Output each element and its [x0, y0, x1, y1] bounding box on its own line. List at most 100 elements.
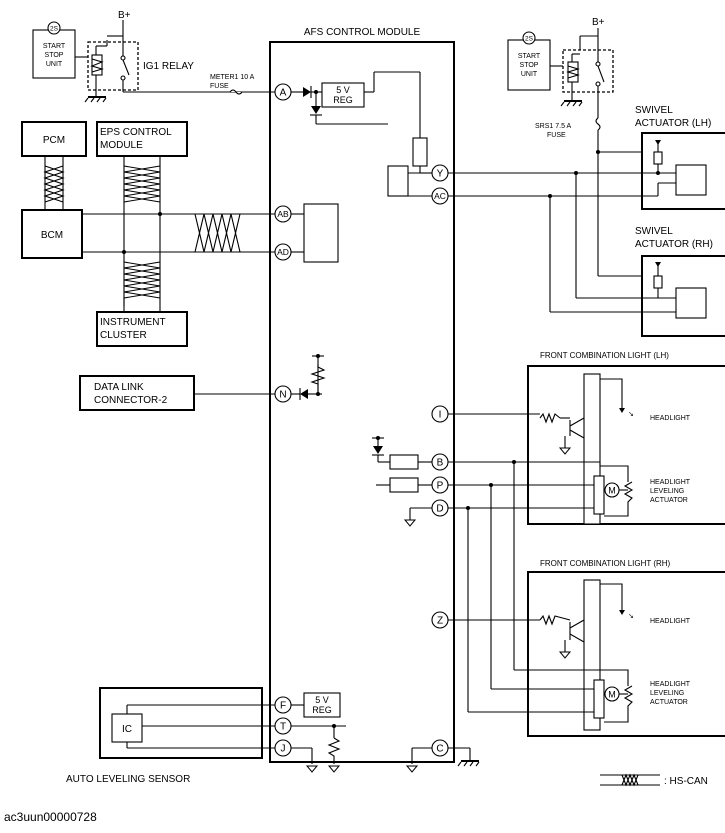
- cluster-label2: CLUSTER: [100, 330, 147, 341]
- pin-d: D: [431, 499, 449, 517]
- dlc-label1: DATA LINK: [94, 382, 144, 393]
- svg-text:T: T: [280, 722, 286, 733]
- svg-text:AB: AB: [277, 209, 289, 219]
- front-light-lh: FRONT COMBINATION LIGHT (LH) ↘ HEADLIGHT…: [527, 351, 725, 525]
- svg-text:I: I: [439, 410, 442, 421]
- swivel-wiring: [446, 171, 676, 313]
- srs1-fuse-label: SRS1 7.5 A: [535, 123, 572, 130]
- headlight-wiring: [372, 413, 601, 713]
- front-rh-leveling3: ACTUATOR: [650, 699, 688, 706]
- unit-line3-left: UNIT: [46, 61, 63, 68]
- pin-z: Z: [431, 611, 449, 629]
- motor-lh: M: [608, 486, 616, 496]
- pin-b: B: [431, 453, 449, 471]
- pin-c-ground: [405, 747, 480, 773]
- eps-label1: EPS CONTROL: [100, 127, 172, 138]
- pin-a: A: [274, 83, 292, 101]
- module-pins: A AB AD N Y AC I B P D Z F T J C: [274, 83, 449, 757]
- unit-line1-left: START: [43, 43, 66, 50]
- swivel-driver-box: [387, 165, 433, 197]
- pin-p: P: [431, 476, 449, 494]
- svg-text:F: F: [280, 701, 286, 712]
- can-network: PCM EPS CONTROL MODULE BCM INSTRUMENT CL…: [21, 121, 339, 347]
- auto-leveling-sensor: IC AUTO LEVELING SENSOR 5 V REG: [66, 687, 346, 785]
- right-relay-box: [562, 49, 614, 93]
- dlc-label2: CONNECTOR-2: [94, 395, 168, 406]
- pin-c: C: [431, 739, 449, 757]
- unit-ref-left: 2S: [50, 26, 59, 33]
- swivel-actuator-lh: SWIVEL ACTUATOR (LH): [635, 105, 725, 210]
- pin-j: J: [274, 739, 292, 757]
- front-light-rh: FRONT COMBINATION LIGHT (RH) ↘ HEADLIGHT…: [527, 559, 725, 737]
- sensor-reg1: 5 V: [315, 695, 329, 705]
- unit-line2-right: STOP: [520, 62, 539, 69]
- figure-caption: ac3uun00000728: [4, 810, 97, 824]
- sensor-label: AUTO LEVELING SENSOR: [66, 774, 190, 785]
- front-rh-icon-burst: ↘: [628, 613, 634, 620]
- ig1-relay-label: IG1 RELAY: [143, 61, 194, 72]
- right-relay-section: B+ 2S START STOP UNIT SRS1 7.5 A FUSE: [507, 17, 658, 277]
- eps-label2: MODULE: [100, 140, 143, 151]
- bplus-label-left: B+: [118, 10, 131, 21]
- svg-text:AC: AC: [434, 191, 446, 201]
- swivel-rh-label2: ACTUATOR (RH): [635, 239, 713, 250]
- bcm-label: BCM: [41, 230, 63, 241]
- front-rh-leveling1: HEADLIGHT: [650, 681, 691, 688]
- sensor-ic-label: IC: [122, 724, 132, 735]
- hs-can-legend: : HS-CAN: [600, 773, 708, 787]
- meter1-fuse-label: METER1 10 A: [210, 74, 255, 81]
- sensor-reg2: REG: [312, 705, 332, 715]
- start-stop-unit-left: [32, 29, 76, 79]
- ig1-relay-section: B+ 2S START STOP UNIT IG1 RELAY: [32, 10, 278, 103]
- front-rh-headlight: HEADLIGHT: [650, 618, 691, 625]
- swivel-actuator-rh: SWIVEL ACTUATOR (RH): [635, 226, 725, 337]
- svg-text:J: J: [281, 744, 286, 755]
- pin-t: T: [274, 717, 292, 735]
- ig1-relay-box: [87, 41, 139, 91]
- reg-box-a: [321, 82, 365, 108]
- unit-line1-right: START: [518, 53, 541, 60]
- front-lh-headlight: HEADLIGHT: [650, 415, 691, 422]
- swivel-rh-label1: SWIVEL: [635, 226, 673, 237]
- reg-line1: 5 V: [336, 85, 350, 95]
- bcm-node: [21, 209, 83, 259]
- wiring-diagram: AFS CONTROL MODULE B+ 2S START STO: [21, 10, 725, 787]
- swivel-lh-label2: ACTUATOR (LH): [635, 118, 711, 129]
- swivel-lh-label1: SWIVEL: [635, 105, 673, 116]
- cluster-label1: INSTRUMENT: [100, 317, 166, 328]
- dlc-node: [79, 375, 195, 411]
- module-title: AFS CONTROL MODULE: [304, 27, 421, 38]
- pcm-node: [21, 121, 87, 157]
- svg-text:AD: AD: [277, 247, 289, 257]
- unit-line3-right: UNIT: [521, 71, 538, 78]
- svg-text:Z: Z: [437, 616, 443, 627]
- pcm-label: PCM: [43, 135, 65, 146]
- data-link-section: DATA LINK CONNECTOR-2: [79, 354, 326, 411]
- svg-text:D: D: [436, 504, 443, 515]
- front-lh-title: FRONT COMBINATION LIGHT (LH): [540, 351, 669, 360]
- svg-text:C: C: [436, 744, 443, 755]
- svg-text:P: P: [437, 481, 444, 492]
- reg-line2: REG: [333, 95, 353, 105]
- front-lh-icon-burst: ↘: [628, 411, 634, 418]
- svg-text:N: N: [279, 390, 286, 401]
- front-lh-leveling1: HEADLIGHT: [650, 479, 691, 486]
- front-rh-title: FRONT COMBINATION LIGHT (RH): [540, 559, 671, 568]
- pin-a-internal: 5 V REG: [288, 71, 433, 174]
- pin-f: F: [274, 696, 292, 714]
- eps-node: [96, 121, 188, 157]
- pin-ad: AD: [274, 243, 292, 261]
- meter1-fuse-label2: FUSE: [210, 83, 229, 90]
- cluster-node: [96, 311, 188, 347]
- front-lh-leveling3: ACTUATOR: [650, 497, 688, 504]
- pin-n: N: [274, 385, 292, 403]
- pin-y: Y: [431, 164, 449, 182]
- sensor-ic: [111, 713, 143, 743]
- front-rh-leveling2: LEVELING: [650, 690, 684, 697]
- unit-ref-right: 2S: [525, 36, 534, 43]
- srs1-fuse-label2: FUSE: [547, 132, 566, 139]
- front-lh-leveling2: LEVELING: [650, 488, 684, 495]
- svg-text:Y: Y: [437, 169, 444, 180]
- unit-line2-left: STOP: [45, 52, 64, 59]
- bplus-label-right: B+: [592, 17, 605, 28]
